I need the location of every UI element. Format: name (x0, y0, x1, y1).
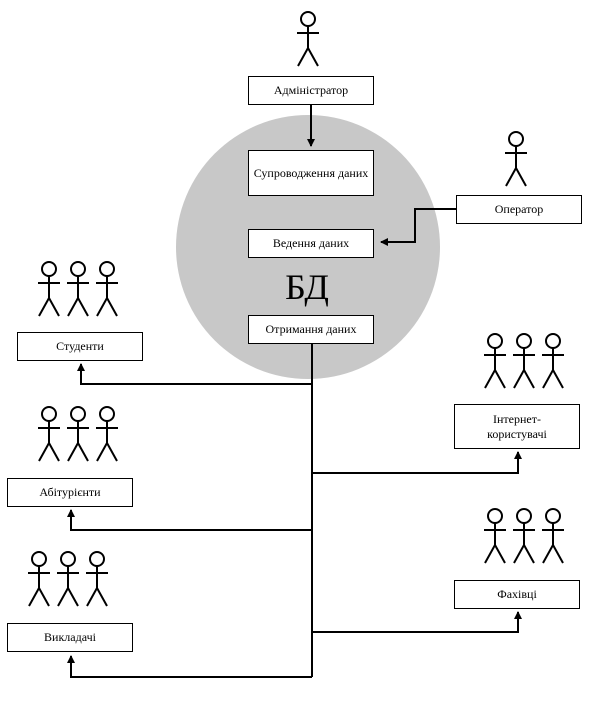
trunk-to-applicants-arrow (67, 509, 312, 531)
stick-figure-icon (484, 508, 506, 564)
trunk-to-teachers-arrow (67, 655, 312, 678)
applicants-box: Абітурієнти (7, 478, 133, 507)
stick-figure-icon (28, 551, 50, 607)
stick-figure-icon (513, 333, 535, 389)
trunk-to-internet-users-arrow (312, 451, 522, 474)
retrieval-box: Отримання даних (248, 315, 374, 344)
stick-figure-icon (38, 406, 60, 462)
stick-figure-icon (57, 551, 79, 607)
stick-figure-icon (484, 333, 506, 389)
stick-figure-icon (67, 406, 89, 462)
stick-figure-icon (67, 261, 89, 317)
trunk-to-students-arrow (77, 363, 312, 385)
stick-figure-icon (38, 261, 60, 317)
students-box: Студенти (17, 332, 143, 361)
operator-to-management-arrow (380, 208, 456, 246)
stick-figure-icon (297, 11, 319, 67)
admin-box: Адміністратор (248, 76, 374, 105)
stick-figure-icon (96, 406, 118, 462)
operator-box: Оператор (456, 195, 582, 224)
stick-figure-icon (542, 333, 564, 389)
stick-figure-icon (96, 261, 118, 317)
experts-box: Фахівці (454, 580, 580, 609)
database-label: БД (285, 267, 329, 307)
connector-lines (67, 104, 522, 678)
maintenance-box: Супроводження даних (248, 150, 374, 196)
stick-figure-icon (513, 508, 535, 564)
stick-figure-icon (505, 131, 527, 187)
internet-users-box: Інтернет-користувачі (454, 404, 580, 449)
management-box: Ведення даних (248, 229, 374, 258)
stick-figure-icon (86, 551, 108, 607)
stick-figure-icon (542, 508, 564, 564)
teachers-box: Викладачі (7, 623, 133, 652)
actors-group (28, 11, 564, 607)
trunk-to-experts-arrow (312, 611, 522, 633)
